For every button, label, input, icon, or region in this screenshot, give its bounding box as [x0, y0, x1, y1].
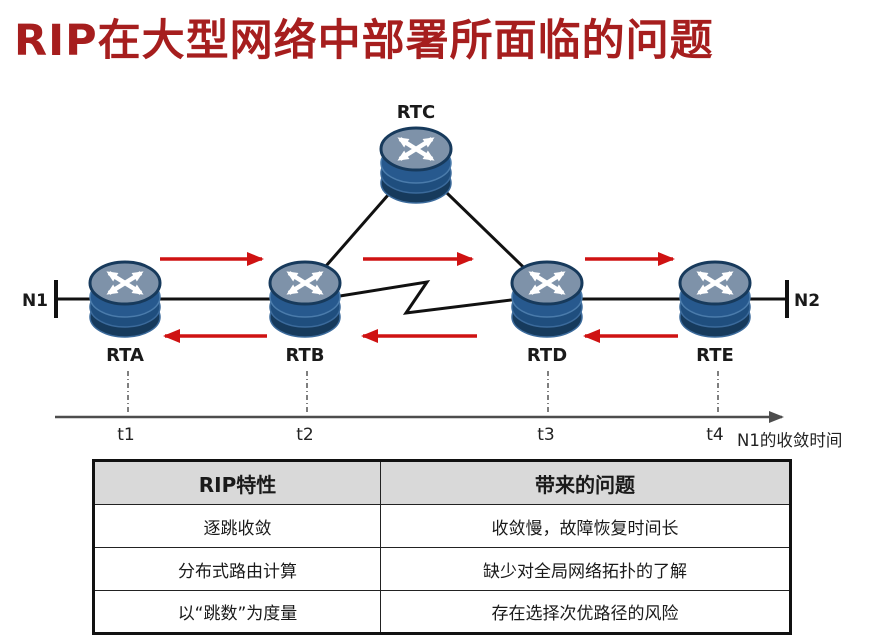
router-label-rtc: RTC: [397, 102, 436, 123]
router-label-rtb: RTB: [285, 345, 324, 366]
tick-t4: t4: [706, 425, 723, 445]
table-cell-problem: 收敛慢，故障恢复时间长: [380, 504, 791, 548]
table-header-feature: RIP特性: [93, 460, 381, 505]
timeline-axis-label: N1的收敛时间: [737, 431, 842, 450]
router-label-rta: RTA: [106, 345, 144, 366]
page-title: RIP在大型网络中部署所面临的问题: [14, 16, 714, 66]
tick-t3: t3: [537, 425, 554, 445]
router-icon-rtb: [270, 262, 340, 337]
tick-t1: t1: [117, 425, 134, 445]
rip-issues-table: RIP特性 带来的问题 逐跳收敛 收敛慢，故障恢复时间长 分布式路由计算 缺少对…: [92, 459, 792, 635]
table-cell-problem: 缺少对全局网络拓扑的了解: [380, 547, 791, 591]
table-row: 分布式路由计算 缺少对全局网络拓扑的了解: [93, 547, 791, 591]
table-row: 以“跳数”为度量 存在选择次优路径的风险: [93, 590, 791, 634]
table-cell-feature: 以“跳数”为度量: [93, 590, 381, 634]
table-header-row: RIP特性 带来的问题: [93, 460, 791, 505]
router-icon-rta: [90, 262, 160, 337]
network-topology-diagram: RTA RTB RTC RTD RTE N1 N2 t1 t2 t3 t4 N1…: [22, 102, 842, 450]
router-label-rtd: RTD: [527, 345, 567, 366]
table-cell-feature: 分布式路由计算: [93, 547, 381, 591]
network-label-n1: N1: [22, 291, 48, 311]
tick-t2: t2: [296, 425, 313, 445]
network-label-n2: N2: [794, 291, 820, 311]
table-header-problem: 带来的问题: [380, 460, 791, 505]
broken-link-rtb-rtd-zigzag: [314, 279, 536, 315]
table-cell-problem: 存在选择次优路径的风险: [380, 590, 791, 634]
router-label-rte: RTE: [696, 345, 734, 366]
router-icon-rtc: [381, 128, 451, 203]
table-row: 逐跳收敛 收敛慢，故障恢复时间长: [93, 504, 791, 548]
router-icon-rte: [680, 262, 750, 337]
router-icon-rtd: [512, 262, 582, 337]
table-cell-feature: 逐跳收敛: [93, 504, 381, 548]
